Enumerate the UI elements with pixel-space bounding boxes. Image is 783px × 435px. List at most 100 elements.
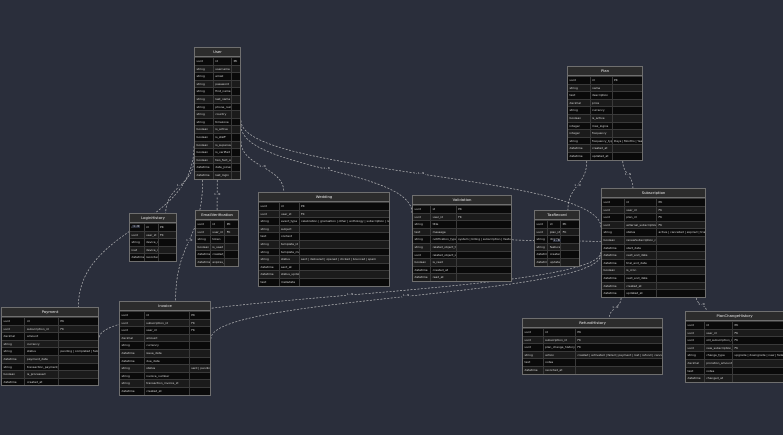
field-key: FK — [575, 343, 662, 352]
field-key: FK — [732, 336, 783, 345]
field-type: boolean — [195, 125, 214, 134]
field-type: uuid — [602, 198, 625, 207]
field-name: status — [144, 364, 190, 373]
entity-title: Payment — [2, 308, 98, 317]
field-type: boolean — [602, 235, 625, 245]
relation-label: 1 - N — [185, 238, 194, 242]
field-type: datetime — [568, 151, 591, 160]
field-type: uuid — [2, 317, 26, 326]
field-key — [612, 106, 642, 115]
field-type: datetime — [259, 270, 280, 279]
field-name: country — [213, 110, 233, 119]
field-key — [189, 333, 210, 342]
field-key — [231, 125, 240, 134]
field-key — [612, 98, 642, 107]
field-name: trial_end_date — [624, 258, 658, 267]
field-type: string — [195, 64, 214, 73]
field-name: expires_at — [210, 257, 226, 266]
field-key — [299, 247, 389, 256]
field-type: string — [195, 102, 214, 111]
field-name: is_verified — [213, 148, 233, 157]
field-key — [231, 94, 240, 104]
field-type: uuid — [602, 220, 625, 229]
field-name: created_at — [547, 250, 562, 259]
field-type: uuid — [535, 220, 549, 229]
field-type: boolean — [195, 155, 214, 164]
entity-title: EmailVerification — [196, 211, 238, 220]
field-name: updated_at — [590, 151, 613, 160]
field-type: uuid — [686, 321, 705, 330]
field-key — [224, 235, 238, 244]
field-type: integer — [568, 129, 591, 138]
relation-label: 1 - N — [175, 183, 185, 187]
field-name: last_login — [213, 170, 233, 179]
field-type: datetime — [686, 374, 705, 382]
field-key — [231, 79, 240, 88]
field-key — [231, 64, 240, 73]
field-type: string — [195, 87, 214, 96]
entity-taxrecord[interactable]: TaxRecorduuididPKuuidplan_idFKstringdisp… — [534, 210, 580, 267]
field-key — [560, 257, 579, 266]
field-key: upgrade | downgrade | new | failed — [732, 351, 783, 360]
field-name: username — [213, 64, 233, 73]
relation-user-invoice[interactable] — [175, 179, 203, 302]
field-key: PK — [189, 311, 210, 320]
field-type: uuid — [120, 318, 145, 327]
field-name: message — [430, 227, 457, 236]
field-key: FK — [732, 343, 783, 352]
field-key: FK — [189, 318, 210, 327]
field-name: is_used — [210, 242, 226, 251]
field-type: string — [120, 341, 145, 350]
field-type: uuid — [602, 205, 625, 214]
field-type: datetime — [523, 365, 544, 374]
entity-loginhistory[interactable]: LoginHistoryuuididPKuuiduser_idFKstringd… — [129, 213, 177, 262]
field-name: timezone — [213, 117, 233, 126]
field-name: id — [624, 198, 658, 207]
field-type: datetime — [196, 257, 211, 266]
field-name: device_ip — [144, 245, 159, 254]
field-name: created_at — [590, 144, 613, 153]
field-key: PK — [560, 220, 579, 229]
field-type: datetime — [120, 348, 145, 358]
field-type: uuid — [120, 311, 145, 320]
relation-user-payment[interactable] — [78, 146, 195, 308]
field-key — [299, 277, 389, 286]
field-key: FK — [575, 335, 662, 344]
field-type: uuid — [120, 326, 145, 335]
field-name: created_at — [144, 386, 190, 395]
